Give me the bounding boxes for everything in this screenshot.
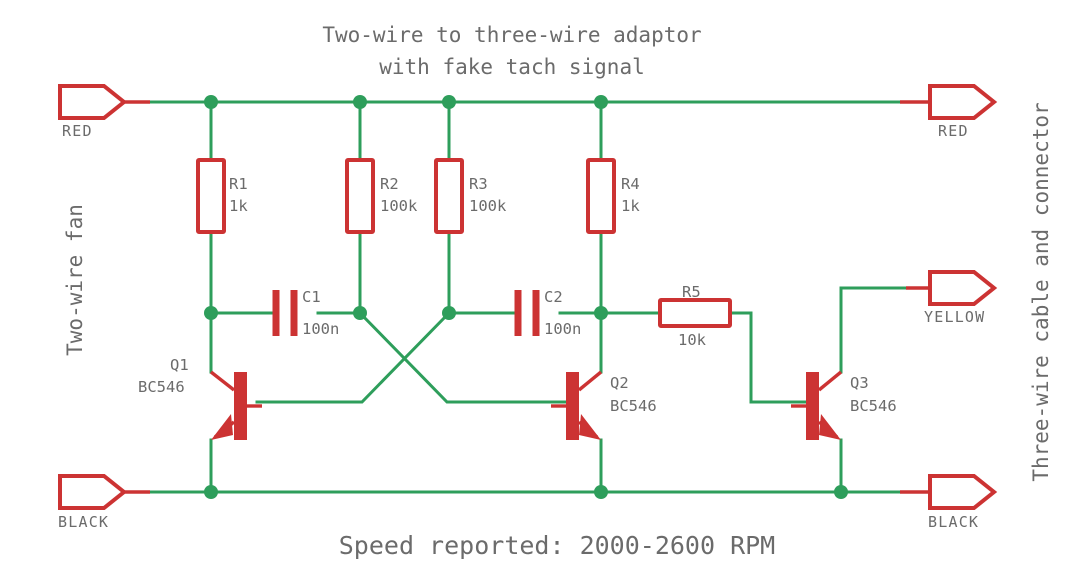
capacitor-c1: C1 100n bbox=[272, 288, 339, 338]
conn-yellow-right-label: YELLOW bbox=[924, 308, 985, 326]
side-label-right: Three-wire cable and connector bbox=[1029, 102, 1053, 481]
transistor-q1 bbox=[209, 370, 262, 440]
conn-red-left[interactable] bbox=[58, 84, 150, 120]
resistor-r5-ref: R5 bbox=[682, 283, 701, 301]
resistor-r2-value: 100k bbox=[380, 197, 418, 215]
transistor-q1-ref: Q1 bbox=[170, 356, 189, 374]
conn-black-right-label: BLACK bbox=[928, 513, 979, 531]
rail-branch-wires bbox=[209, 100, 603, 315]
diagram-caption: Speed reported: 2000-2600 RPM bbox=[339, 531, 776, 560]
resistor-r4-value: 1k bbox=[621, 197, 640, 215]
capacitor-c2-ref: C2 bbox=[544, 288, 563, 306]
conn-red-right[interactable] bbox=[900, 84, 998, 120]
resistor-r5: R5 10k bbox=[658, 283, 732, 349]
capacitor-c2: C2 100n bbox=[514, 288, 581, 338]
capacitor-c2-value: 100n bbox=[544, 320, 581, 338]
conn-red-right-label: RED bbox=[938, 122, 969, 140]
resistor-r4: R4 1k bbox=[586, 158, 640, 234]
conn-black-right[interactable] bbox=[900, 474, 998, 510]
resistor-r2: R2 100k bbox=[345, 158, 418, 234]
transistor-q3 bbox=[791, 370, 843, 440]
side-label-left: Two-wire fan bbox=[63, 204, 87, 356]
conn-black-left-label: BLACK bbox=[58, 513, 109, 531]
conn-yellow-right[interactable] bbox=[906, 270, 998, 306]
transistor-q3-value: BC546 bbox=[850, 397, 897, 415]
diagram-title-line2: with fake tach signal bbox=[379, 55, 645, 79]
transistor-q1-value: BC546 bbox=[138, 378, 185, 396]
resistor-r2-ref: R2 bbox=[380, 175, 399, 193]
resistor-r1: R1 1k bbox=[196, 158, 248, 234]
transistor-q2-ref: Q2 bbox=[610, 374, 629, 392]
resistor-r5-value: 10k bbox=[678, 331, 707, 349]
resistor-r4-ref: R4 bbox=[621, 175, 640, 193]
transistor-q3-ref: Q3 bbox=[850, 374, 869, 392]
transistor-connection-wires bbox=[209, 286, 932, 494]
resistor-r1-value: 1k bbox=[229, 197, 248, 215]
resistor-r3-value: 100k bbox=[469, 197, 507, 215]
transistor-q2-value: BC546 bbox=[610, 397, 657, 415]
conn-black-left[interactable] bbox=[58, 474, 150, 510]
resistor-r3-ref: R3 bbox=[469, 175, 488, 193]
cross-coupling-wires bbox=[255, 310, 568, 404]
capacitor-c1-value: 100n bbox=[302, 320, 339, 338]
resistor-r1-ref: R1 bbox=[229, 175, 248, 193]
conn-red-left-label: RED bbox=[62, 122, 93, 140]
transistor-q2 bbox=[551, 370, 603, 440]
junction-dots bbox=[204, 95, 848, 499]
diagram-title-line1: Two-wire to three-wire adaptor bbox=[322, 23, 701, 47]
resistor-r3: R3 100k bbox=[434, 158, 507, 234]
capacitor-c1-ref: C1 bbox=[302, 288, 321, 306]
